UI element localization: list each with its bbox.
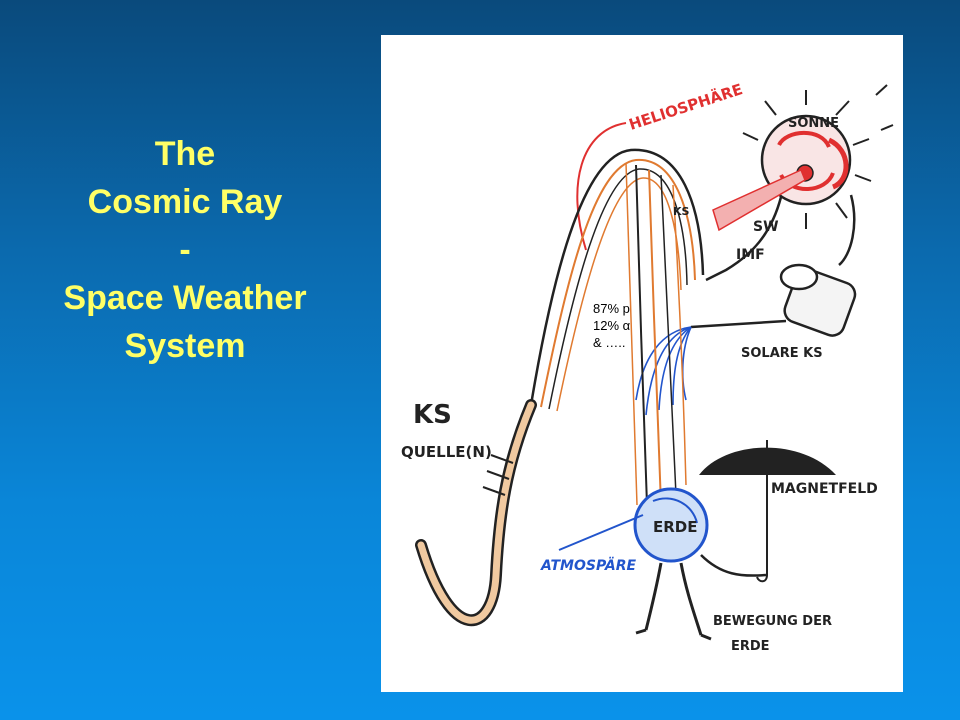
- magnetic-field-label: MAGNETFELD: [771, 481, 878, 497]
- composition-note: 87% p 12% α & …..: [593, 300, 630, 351]
- title-line: The: [154, 135, 216, 173]
- composition-line: 87% p: [593, 301, 630, 316]
- title-line: Space Weather: [63, 279, 307, 317]
- title-line: Cosmic Ray: [87, 183, 283, 221]
- solar-cr-label: SOLARE KS: [741, 346, 823, 361]
- title-line: System: [124, 327, 246, 365]
- sun-icon: [742, 84, 894, 229]
- earth-motion-label-1: BEWEGUNG DER: [713, 614, 832, 629]
- heliosphere-label: HELIOSPHÄRE: [626, 79, 745, 134]
- sun-arm: [705, 196, 783, 282]
- cr-label: KS: [413, 400, 452, 430]
- title-line: -: [179, 231, 191, 269]
- earth-label: ERDE: [653, 518, 698, 536]
- solar-wind-beam: [712, 168, 806, 232]
- earth-legs: [635, 562, 712, 641]
- atmosphere-label: ATMOSPÄRE: [540, 557, 637, 574]
- atmosphere-pointer: [558, 514, 644, 551]
- earth-motion-label-2: ERDE: [731, 639, 770, 654]
- diagram-panel: HELIOSPHÄRE SONNE SW IMF: [381, 35, 903, 692]
- ks-strand-label: KS: [673, 205, 690, 218]
- heliosphere-arc: [576, 122, 627, 251]
- slide-title: The Cosmic Ray - Space Weather System: [20, 130, 350, 370]
- bucket-icon: [690, 263, 857, 337]
- earth-icon: [633, 487, 709, 563]
- cosmic-ray-drawing: HELIOSPHÄRE SONNE SW IMF: [401, 79, 894, 654]
- sun-label: SONNE: [788, 116, 839, 131]
- composition-line: 12% α: [593, 318, 631, 333]
- cosmic-ray-strands: [529, 148, 705, 506]
- umbrella-icon: [699, 440, 836, 583]
- sources-label: QUELLE(N): [401, 443, 492, 461]
- composition-line: & …..: [593, 335, 626, 350]
